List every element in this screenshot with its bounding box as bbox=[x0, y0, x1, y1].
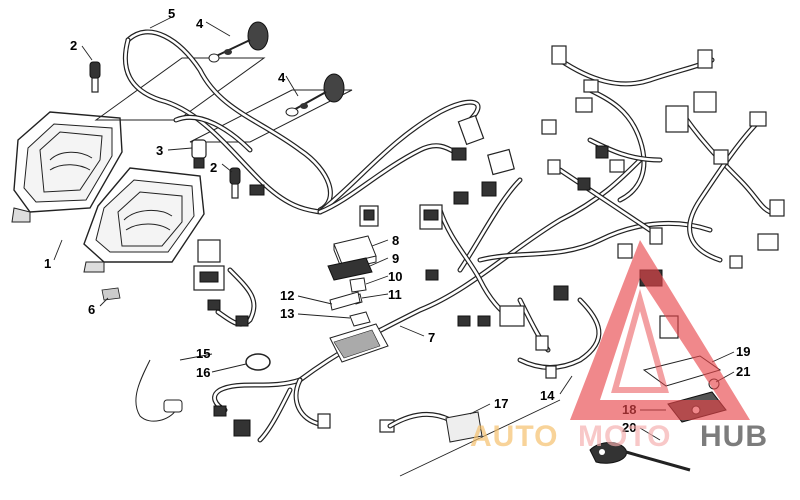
callout-2-upper: 2 bbox=[70, 38, 77, 53]
watermark-triangle-icon bbox=[570, 240, 750, 420]
key bbox=[589, 442, 691, 472]
callout-19: 19 bbox=[736, 344, 750, 359]
watermark-moto: MOTO bbox=[578, 420, 671, 453]
callout-4-upper: 4 bbox=[196, 16, 204, 31]
pad-6 bbox=[101, 287, 121, 301]
callout-10: 10 bbox=[388, 269, 402, 284]
callout-15: 15 bbox=[196, 346, 210, 361]
bulb-3 bbox=[191, 139, 207, 169]
callout-3: 3 bbox=[156, 143, 163, 158]
sensor-lead-17 bbox=[387, 411, 483, 443]
bulb-socket-lower bbox=[229, 167, 241, 199]
relay-10 bbox=[349, 277, 367, 293]
callout-5: 5 bbox=[168, 6, 175, 21]
bulb-socket-upper bbox=[89, 61, 101, 93]
watermark-hub: HUB bbox=[700, 420, 768, 453]
callout-17: 17 bbox=[494, 396, 508, 411]
callout-2-lower: 2 bbox=[210, 160, 217, 175]
headlight-right bbox=[83, 167, 205, 273]
callout-labels: 1 2 2 3 4 4 5 6 7 8 9 10 11 12 13 14 15 … bbox=[44, 6, 750, 435]
watermark-auto: AUTO bbox=[470, 420, 558, 453]
clamp-ring-16 bbox=[245, 353, 271, 371]
callout-12: 12 bbox=[280, 288, 294, 303]
connectors bbox=[193, 45, 785, 437]
callout-16: 16 bbox=[196, 365, 210, 380]
callout-13: 13 bbox=[280, 306, 294, 321]
exploded-frame-upper bbox=[94, 57, 266, 121]
callout-8: 8 bbox=[392, 233, 399, 248]
callout-21: 21 bbox=[736, 364, 750, 379]
callout-6: 6 bbox=[88, 302, 95, 317]
exploded-frame-lower bbox=[189, 89, 353, 143]
watermark-logo: AUTO MOTO HUB bbox=[470, 240, 768, 453]
sensor-15 bbox=[135, 359, 183, 422]
fuse-block bbox=[329, 291, 389, 363]
callout-20: 20 bbox=[622, 420, 636, 435]
callout-7: 7 bbox=[428, 330, 435, 345]
headlight-left bbox=[11, 111, 123, 223]
gasket-9 bbox=[327, 257, 373, 281]
main-harness bbox=[122, 29, 779, 443]
adjuster-knob-lower bbox=[285, 73, 345, 117]
callout-1: 1 bbox=[44, 256, 51, 271]
callout-14: 14 bbox=[540, 388, 555, 403]
callout-4-lower: 4 bbox=[278, 70, 286, 85]
adjuster-knob-upper bbox=[208, 21, 269, 63]
callout-9: 9 bbox=[392, 251, 399, 266]
callout-11: 11 bbox=[388, 287, 402, 302]
